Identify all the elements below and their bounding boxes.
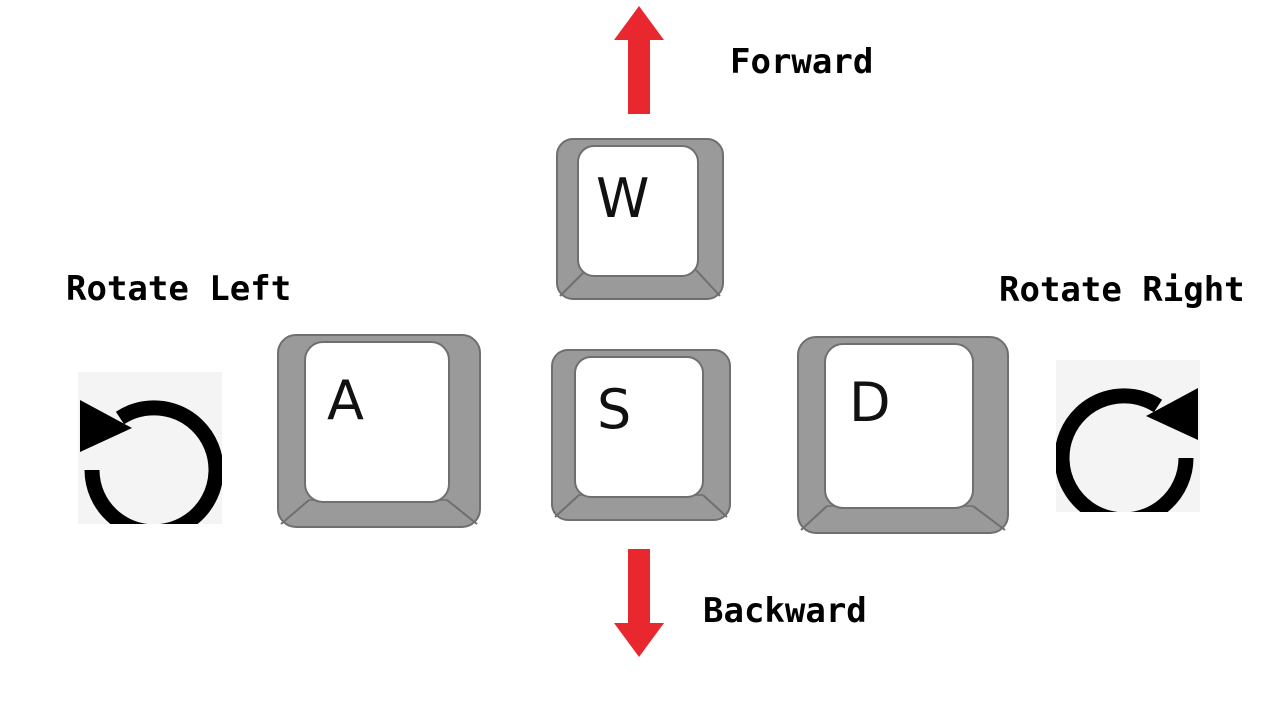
key-s[interactable]: S (551, 349, 731, 521)
key-s-letter: S (597, 378, 632, 441)
forward-label: Forward (730, 42, 874, 82)
rotate-left-label: Rotate Left (66, 269, 292, 309)
key-a[interactable]: A (277, 334, 481, 528)
key-d[interactable]: D (797, 336, 1009, 534)
rotate-clockwise-icon (1056, 360, 1200, 512)
forward-arrow-icon (614, 6, 664, 114)
rotate-counterclockwise-icon (78, 372, 222, 524)
key-w-letter: W (596, 167, 650, 230)
backward-arrow-icon (614, 549, 664, 657)
backward-label: Backward (703, 591, 867, 631)
key-a-letter: A (327, 369, 364, 432)
key-w[interactable]: W (556, 138, 724, 300)
key-d-letter: D (849, 371, 891, 434)
rotate-right-label: Rotate Right (999, 270, 1245, 310)
